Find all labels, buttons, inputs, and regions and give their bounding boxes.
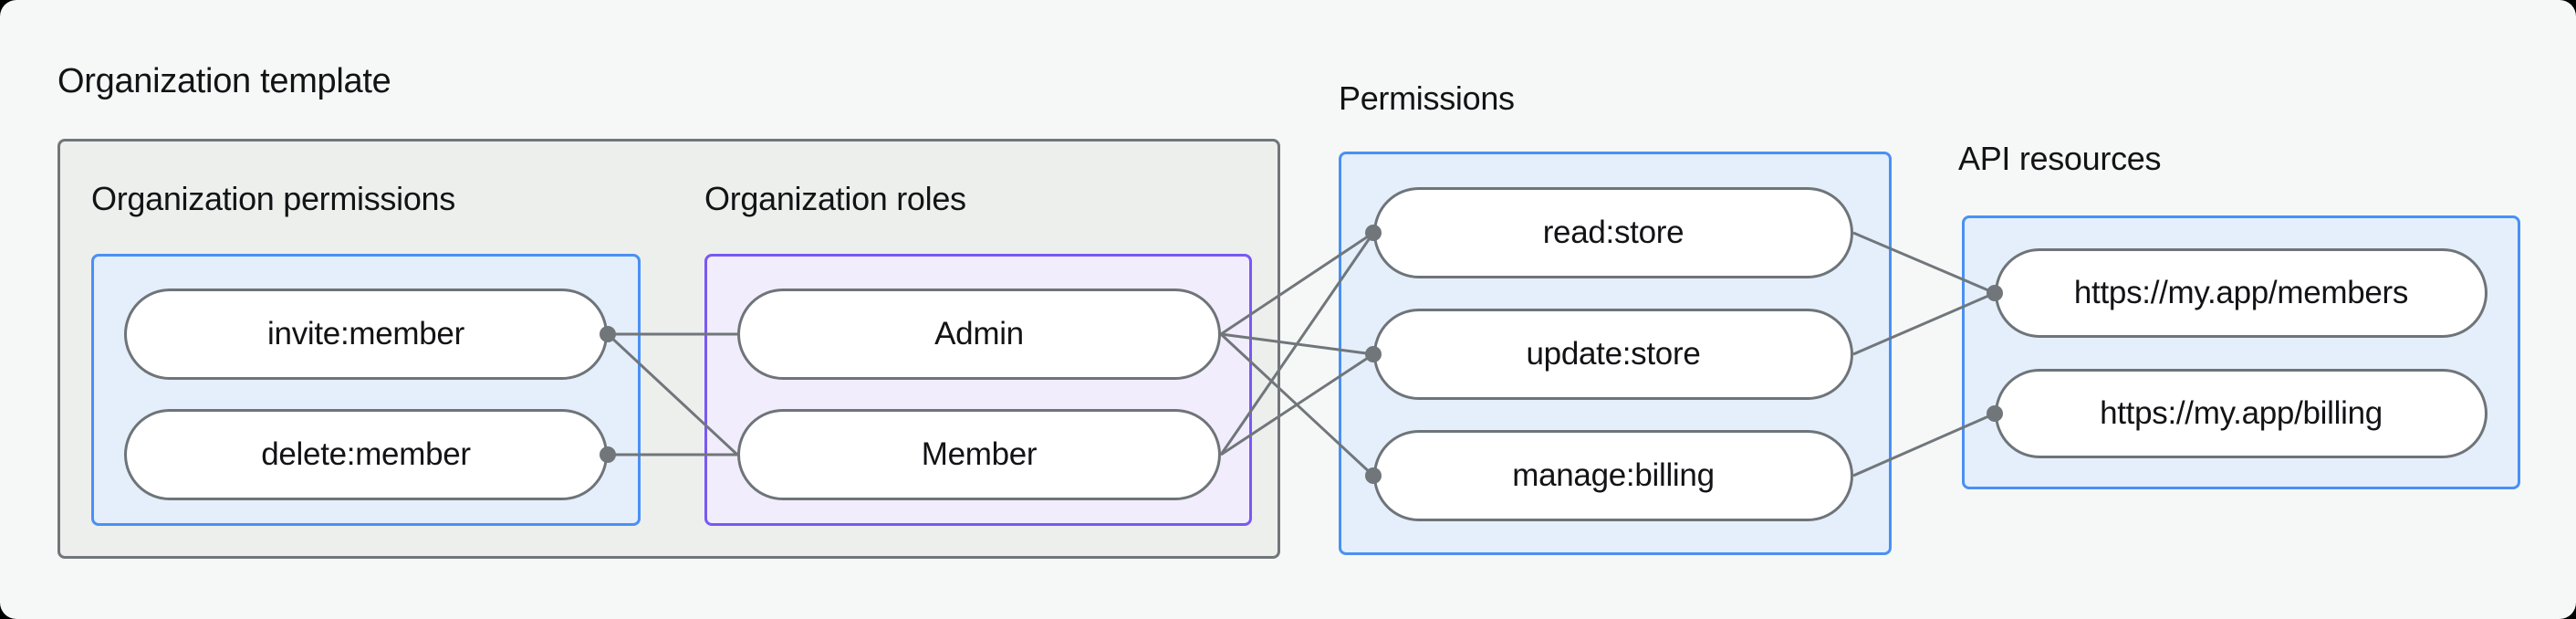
node-admin-role: Admin xyxy=(737,289,1221,380)
node-api-billing: https://my.app/billing xyxy=(1995,369,2487,458)
permissions-label: Permissions xyxy=(1339,79,1515,117)
organization-roles-label: Organization roles xyxy=(704,180,966,217)
organization-template-title: Organization template xyxy=(57,62,391,100)
node-update-store: update:store xyxy=(1373,309,1853,400)
organization-permissions-label: Organization permissions xyxy=(91,180,455,217)
api-resources-label: API resources xyxy=(1958,140,2162,177)
node-read-store: read:store xyxy=(1373,187,1853,278)
node-member-role: Member xyxy=(737,409,1221,500)
node-delete-member: delete:member xyxy=(124,409,608,500)
node-api-members: https://my.app/members xyxy=(1995,248,2487,338)
node-manage-billing: manage:billing xyxy=(1373,430,1853,521)
node-invite-member: invite:member xyxy=(124,289,608,380)
